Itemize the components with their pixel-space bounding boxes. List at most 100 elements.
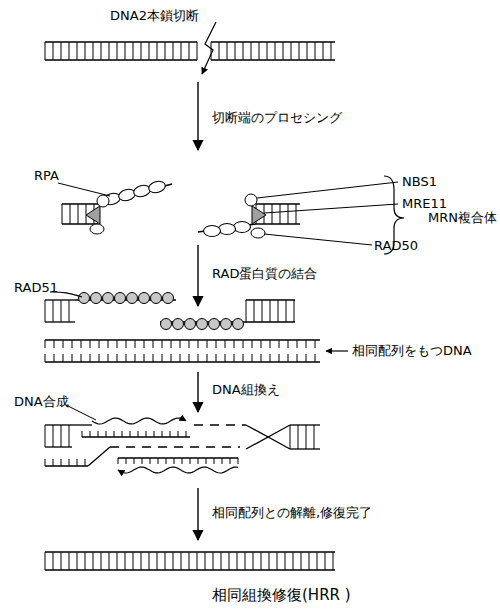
base [45,340,46,348]
base [63,340,64,348]
base-pair [189,42,190,60]
rad51-protein [233,319,244,330]
base [243,340,244,348]
pointer-arrow [326,350,348,351]
dna-strand [290,424,320,425]
base-pair [298,425,299,449]
dna-strand [45,465,88,466]
rpa-protein [117,187,136,202]
base-pair [259,42,260,60]
base-pair [93,552,94,570]
base-pair [219,42,220,60]
base [72,354,73,362]
base [126,340,127,348]
base [166,458,167,464]
base [214,458,215,464]
base [243,354,244,362]
base-pair [165,42,166,60]
base-pair [288,204,289,224]
leader-line [66,405,96,420]
dna-strand [211,41,335,42]
rad51-protein [197,319,208,330]
base-pair [291,42,292,60]
base [174,458,175,464]
base-pair [315,42,316,60]
base-pair [333,552,334,570]
base-pair [227,42,228,60]
base-pair [61,425,62,447]
base [162,431,163,437]
base-pair [205,552,206,570]
crossing-strand [88,447,110,466]
base [315,340,316,348]
base [45,354,46,362]
base-pair [45,552,46,570]
base-pair [149,552,150,570]
dna-strand [45,321,75,322]
label-text: 相同配列との解離,修復完了 [212,505,372,521]
dna-strand [62,223,98,224]
base-pair [290,425,291,449]
base-pair [69,425,70,447]
base-pair [61,552,62,570]
base [126,354,127,362]
base [230,458,231,464]
base [130,431,131,437]
base [162,354,163,362]
base [222,458,223,464]
base [99,340,100,348]
base-pair [93,42,94,60]
base [99,354,100,362]
base-pair [272,204,273,224]
rad51-protein [127,293,138,304]
rpa-protein [234,222,251,233]
label-text: DNA組換え [212,382,280,398]
base [135,354,136,362]
base [297,340,298,348]
base [153,340,154,348]
base-pair [283,42,284,60]
base [117,340,118,348]
base [216,354,217,362]
dna-strand [45,569,335,570]
base-pair [314,425,315,449]
base [261,340,262,348]
base [82,431,83,437]
base-pair [109,42,110,60]
label-text: MRN複合体 [428,210,497,226]
mre11-protein [252,206,266,224]
base [171,354,172,362]
base-pair [53,42,54,60]
dna-strand [45,424,72,425]
base-pair [323,42,324,60]
dna-strand [45,59,197,60]
base-pair [101,552,102,570]
base [108,340,109,348]
base [72,340,73,348]
base-pair [165,552,166,570]
base-pair [85,552,86,570]
base-pair [261,552,262,570]
base-pair [262,300,263,322]
process-arrow [197,372,198,412]
rad51-protein [115,293,126,304]
crossing-strand [246,425,290,449]
dna-strand [45,41,197,42]
process-arrow [197,245,198,306]
base-pair [78,204,79,224]
base [142,458,143,464]
base [126,458,127,464]
base [270,354,271,362]
base [180,340,181,348]
label-text: RAD蛋白質の結合 [212,266,317,282]
base-pair [181,42,182,60]
base [198,340,199,348]
label-text: DNA2本鎖切断 [110,8,199,24]
base-pair [53,300,54,322]
base [238,458,239,464]
dna-strand [118,457,238,458]
base [207,354,208,362]
nbs1-protein [245,194,257,206]
base [144,340,145,348]
